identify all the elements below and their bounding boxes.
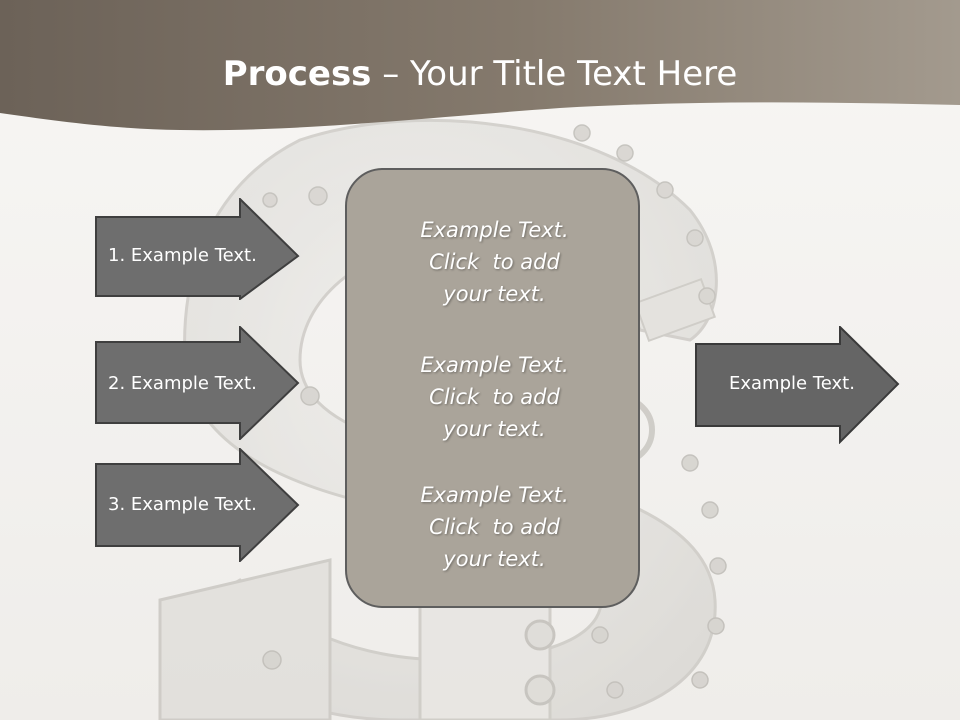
title-rest: – Your Title Text Here [371,54,738,94]
input-arrow-2-label: 2. Example Text. [108,373,257,394]
input-arrow-2 [95,326,300,440]
center-text-block-2: Example Text. Click to add your text. [347,349,642,445]
center-text-block-1: Example Text. Click to add your text. [347,214,642,310]
center-block-2-line-3: your text. [443,417,546,441]
output-arrow [695,326,900,444]
center-text-box: Example Text. Click to add your text. Ex… [345,168,640,608]
input-arrow-3 [95,448,300,562]
center-block-2-line-2: Click to add [429,385,560,409]
input-arrow-3-label: 3. Example Text. [108,494,257,515]
center-block-3-line-3: your text. [443,547,546,571]
output-arrow-label: Example Text. [729,373,855,394]
slide-title: Process – Your Title Text Here [0,52,960,96]
center-block-1-line-2: Click to add [429,250,560,274]
input-arrow-1-label: 1. Example Text. [108,245,257,266]
vault-dollar-illustration [158,118,727,720]
center-block-3-line-2: Click to add [429,515,560,539]
center-block-1-line-1: Example Text. [420,218,569,242]
title-bold: Process [222,54,372,94]
header-band [0,0,960,131]
center-block-1-line-3: your text. [443,282,546,306]
center-block-3-line-1: Example Text. [420,483,569,507]
center-text-block-3: Example Text. Click to add your text. [347,479,642,575]
input-arrow-1 [95,198,300,300]
center-block-2-line-1: Example Text. [420,353,569,377]
